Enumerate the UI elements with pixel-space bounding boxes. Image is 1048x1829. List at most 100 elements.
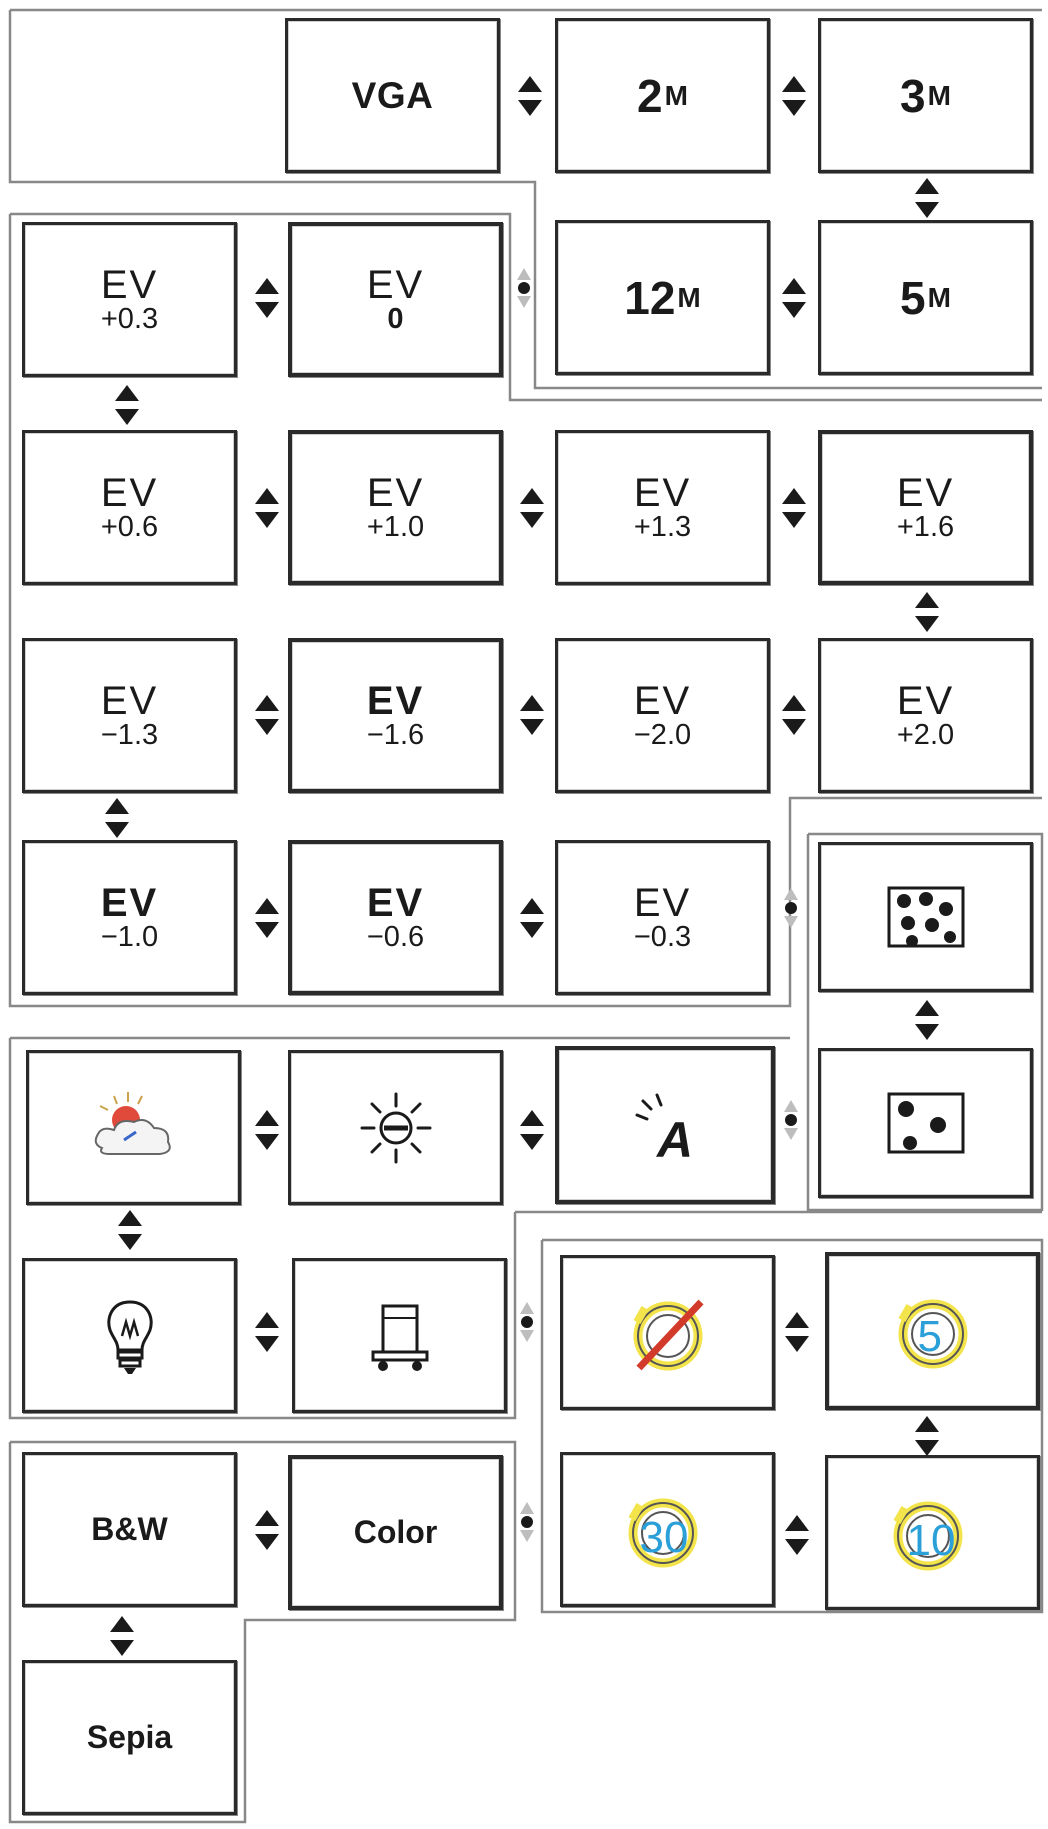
timer-5-icon xyxy=(898,1299,967,1369)
up-down-arrow xyxy=(105,798,129,838)
up-down-arrow xyxy=(118,1210,142,1250)
ev-minus-1-0-box[interactable]: EV −1.0 xyxy=(22,840,237,995)
up-down-arrow xyxy=(782,278,806,318)
ev-plus-0-6-box[interactable]: EV +0.6 xyxy=(22,430,237,585)
tungsten-icon xyxy=(106,1299,153,1374)
wb-fluorescent-box[interactable] xyxy=(292,1258,507,1413)
timer-10-label: 10 xyxy=(906,1515,956,1565)
wb-cloudy-box[interactable] xyxy=(26,1050,241,1205)
up-down-arrow xyxy=(782,695,806,735)
ev-value: +0.6 xyxy=(100,510,159,543)
timer-10-graphic: 10 xyxy=(883,1488,983,1578)
up-down-arrow xyxy=(255,1510,279,1550)
up-down-arrow xyxy=(115,385,139,425)
timer-5-box[interactable]: 5 xyxy=(825,1252,1040,1410)
up-down-arrow xyxy=(520,898,544,938)
timer-5-label: 5 xyxy=(917,1312,942,1361)
color-sepia-box[interactable]: Sepia xyxy=(22,1660,237,1815)
fluorescent-icon xyxy=(371,1304,428,1371)
ev-plus-1-0-box[interactable]: EV +1.0 xyxy=(288,430,503,585)
ev-minus-2-0-box[interactable]: EV −2.0 xyxy=(555,638,770,793)
fine-quality-icon xyxy=(887,886,964,948)
ev-label: EV xyxy=(896,678,955,723)
up-down-arrow xyxy=(782,488,806,528)
up-down-arrow xyxy=(520,1110,544,1150)
up-down-arrow xyxy=(255,488,279,528)
ev-value: +0.3 xyxy=(100,302,159,335)
ev-label: EV xyxy=(633,678,692,723)
ev-value: −2.0 xyxy=(633,718,692,751)
ev-plus-1-3-box[interactable]: EV +1.3 xyxy=(555,430,770,585)
resolution-2m-number: 2 xyxy=(637,69,663,122)
ev-value: +1.6 xyxy=(896,510,955,543)
ev-plus-1-6-box[interactable]: EV +1.6 xyxy=(818,430,1033,585)
resolution-3m-number: 3 xyxy=(900,69,926,122)
color-bw-box[interactable]: B&W xyxy=(22,1452,237,1607)
ev-value: +1.0 xyxy=(366,510,425,543)
ev-value: +2.0 xyxy=(896,718,955,751)
normal-quality-icon xyxy=(887,1092,964,1154)
ev-minus-1-3-box[interactable]: EV −1.3 xyxy=(22,638,237,793)
up-down-arrow xyxy=(520,488,544,528)
cloudy-icon xyxy=(94,1091,171,1155)
wb-tungsten-box[interactable] xyxy=(22,1258,237,1413)
color-color-box[interactable]: Color xyxy=(288,1455,503,1610)
resolution-2m-unit: M xyxy=(664,79,688,111)
color-color-label: Color xyxy=(353,1514,438,1550)
resolution-12m-unit: M xyxy=(677,281,701,313)
resolution-5m-number: 5 xyxy=(900,271,926,324)
color-sepia-label: Sepia xyxy=(86,1719,173,1755)
ev-label: EV xyxy=(366,880,425,925)
ev-value: −0.3 xyxy=(633,920,692,953)
resolution-3m-unit: M xyxy=(927,79,951,111)
group-switch-arrow xyxy=(520,1302,534,1342)
ev-minus-0-6-box[interactable]: EV −0.6 xyxy=(288,840,503,995)
up-down-arrow xyxy=(915,178,939,218)
ev-plus-0-3-box[interactable]: EV +0.3 xyxy=(22,222,237,377)
ev-minus-0-3-box[interactable]: EV −0.3 xyxy=(555,840,770,995)
ev-value: 0 xyxy=(387,302,404,335)
daylight-icon xyxy=(360,1092,431,1163)
ev-value: −1.0 xyxy=(100,920,159,953)
ev-label: EV xyxy=(366,678,425,723)
resolution-vga-label: VGA xyxy=(351,74,434,116)
timer-10-box[interactable]: 10 xyxy=(825,1455,1040,1610)
ev-plus-2-0-box[interactable]: EV +2.0 xyxy=(818,638,1033,793)
up-down-arrow xyxy=(255,1110,279,1150)
quality-normal-box[interactable] xyxy=(818,1048,1033,1198)
timer-30-graphic: 30 xyxy=(618,1485,718,1575)
up-down-arrow xyxy=(915,1416,939,1456)
quality-fine-box[interactable] xyxy=(818,842,1033,992)
up-down-arrow xyxy=(255,1312,279,1352)
ev-label: EV xyxy=(100,470,159,515)
group-switch-arrow xyxy=(784,1100,798,1140)
timer-30-box[interactable]: 30 xyxy=(560,1452,775,1607)
timer-off-box[interactable] xyxy=(560,1255,775,1410)
resolution-vga-box[interactable]: VGA xyxy=(285,18,500,173)
resolution-12m-number: 12 xyxy=(624,271,676,324)
timer-30-label: 30 xyxy=(639,1512,689,1562)
group-switch-arrow xyxy=(517,268,531,308)
wb-daylight-box[interactable] xyxy=(288,1050,503,1205)
ev-value: −1.6 xyxy=(366,718,425,751)
up-down-arrow xyxy=(520,695,544,735)
up-down-arrow xyxy=(518,76,542,116)
group-switch-arrow xyxy=(520,1502,534,1542)
wb-auto-box[interactable]: A xyxy=(555,1046,775,1204)
ev-0-box[interactable]: EV 0 xyxy=(288,222,503,377)
ev-label: EV xyxy=(633,880,692,925)
up-down-arrow xyxy=(255,695,279,735)
ev-minus-1-6-box[interactable]: EV −1.6 xyxy=(288,638,503,793)
up-down-arrow xyxy=(785,1312,809,1352)
color-bw-label: B&W xyxy=(91,1511,168,1547)
ev-label: EV xyxy=(896,470,955,515)
up-down-arrow xyxy=(110,1616,134,1656)
resolution-5m-unit: M xyxy=(927,281,951,313)
